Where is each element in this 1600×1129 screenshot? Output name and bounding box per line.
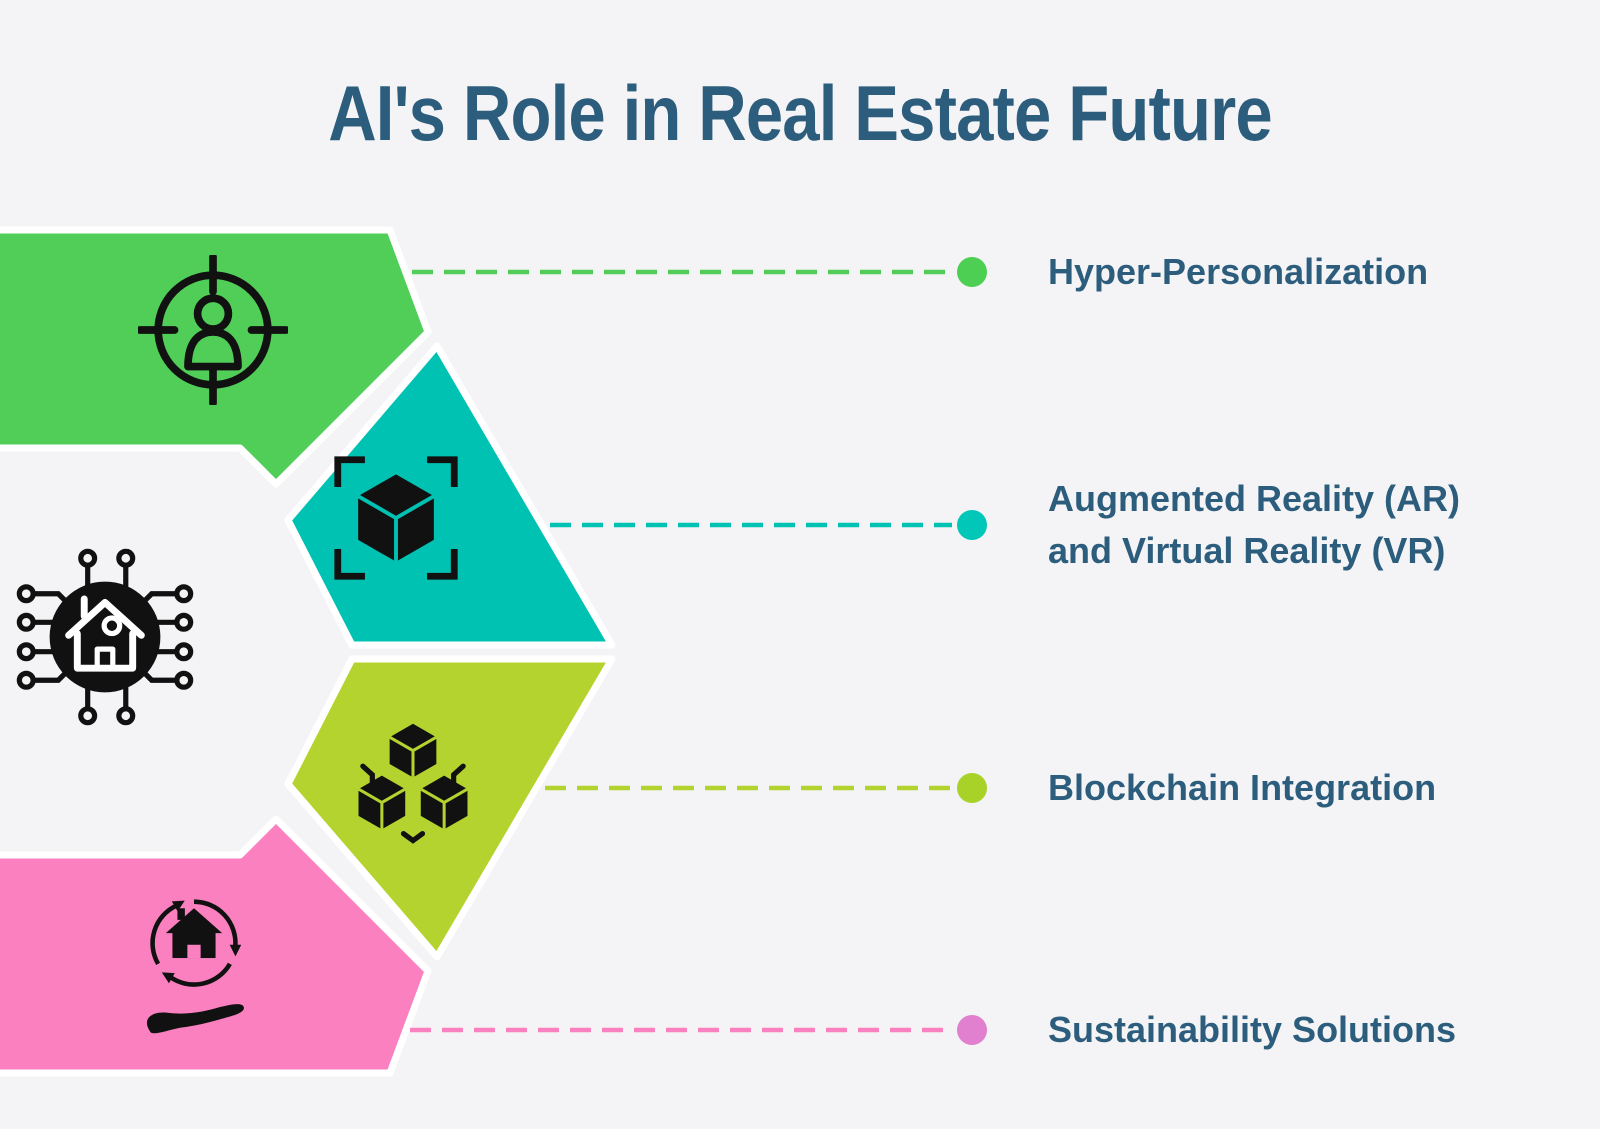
label-sustainability: Sustainability Solutions xyxy=(1048,1009,1457,1050)
smart-home-ai-icon xyxy=(16,548,194,726)
blockchain-cube-left xyxy=(357,775,406,830)
chevron-hyper-personalization xyxy=(0,226,432,488)
label-hyper-personalization: Hyper-Personalization xyxy=(1048,251,1429,292)
recycle-arrows xyxy=(150,899,242,987)
connector-dot-blockchain xyxy=(957,773,987,803)
ar-cube-icon xyxy=(334,456,458,580)
hand-silhouette xyxy=(146,1004,244,1034)
connector-dot-ar-vr xyxy=(957,510,987,540)
blockchain-cube-top xyxy=(388,723,438,778)
person-target-icon xyxy=(138,255,288,405)
label-ar-vr: Augmented Reality (AR) and Virtual Reali… xyxy=(1048,478,1461,571)
label-blockchain: Blockchain Integration xyxy=(1048,767,1437,808)
house-recycle-hand-icon xyxy=(146,899,244,1034)
connector-dot-hyper-personalization xyxy=(957,257,987,287)
connector-dot-sustainability xyxy=(957,1015,987,1045)
page-title: AI's Role in Real Estate Future xyxy=(328,69,1272,157)
house-silhouette xyxy=(165,908,223,959)
blockchain-cube-right xyxy=(420,775,469,830)
blockchain-cubes-icon xyxy=(357,723,469,844)
